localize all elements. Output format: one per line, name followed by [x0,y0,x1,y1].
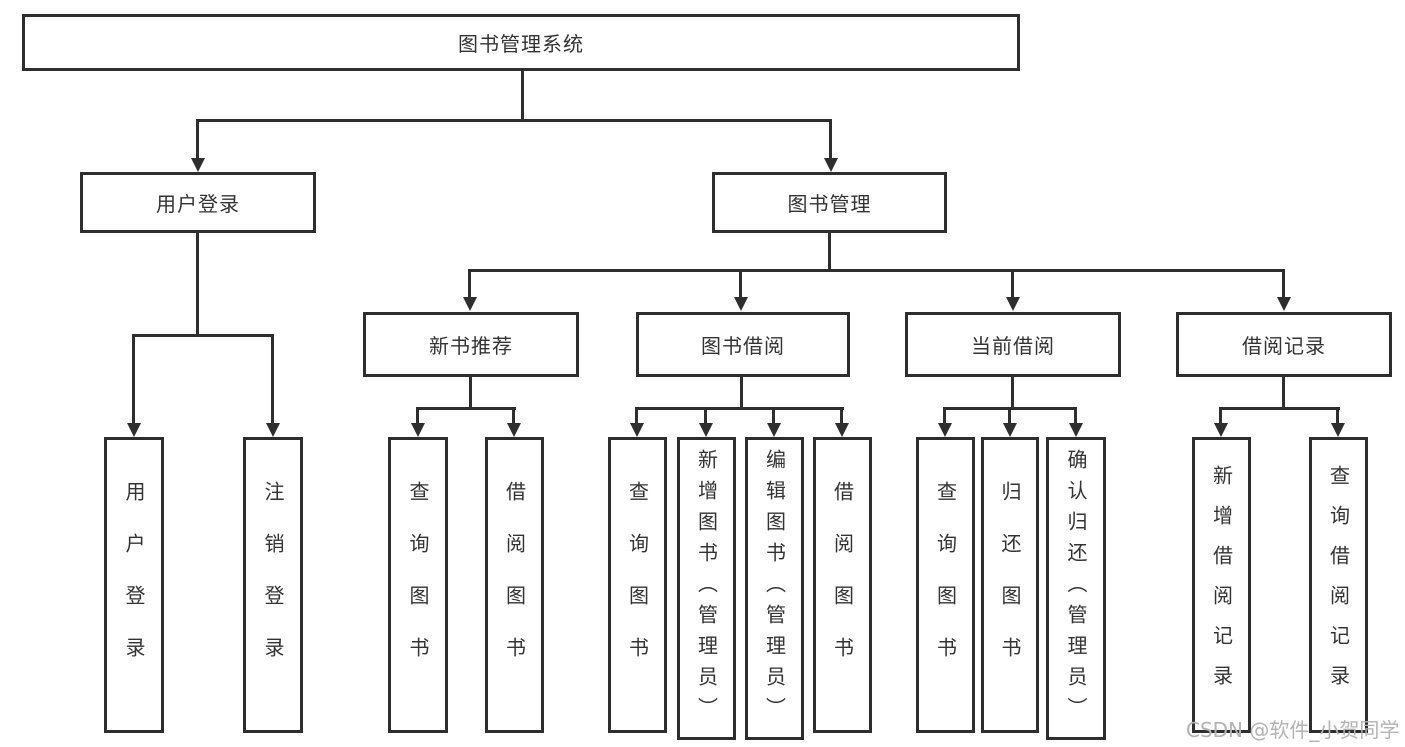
arrowhead-nb-borrow [507,423,521,437]
leaf-nb-borrow-books: 借阅图书 [485,437,544,733]
watermark: CSDN @软件_小贺同学 [1186,718,1400,742]
connector-drop-bb-edit [772,407,775,425]
arrowhead-book-borrow [734,297,748,311]
node-user-login-label: 用户登录 [156,192,240,216]
node-current-borrow-label: 当前借阅 [971,334,1055,358]
leaf-user-logout: 注销登录 [243,437,303,733]
node-root-label: 图书管理系统 [458,32,584,56]
node-current-borrow: 当前借阅 [905,312,1121,377]
arrowhead-br-add [1214,423,1228,437]
connector-drop-leaf-login [132,334,135,424]
connector-drop-bb-borrow [840,407,843,425]
arrowhead-bb-add [699,423,713,437]
leaf-user-login: 用户登录 [104,437,164,733]
arrowhead-book-mgmt [824,158,838,172]
arrowhead-new-books [463,297,477,311]
connector-drop-book-mgmt [829,119,832,159]
arrowhead-borrow-records [1277,297,1291,311]
connector-drop-book-borrow [739,269,742,298]
connector-new-books-stem [469,377,472,409]
leaf-br-query-record: 查询借阅记录 [1309,437,1368,733]
connector-borrow-records-stem [1282,377,1285,409]
connector-drop-bb-query [635,407,638,425]
connector-drop-new-books [468,269,471,298]
connector-drop-borrow-records [1282,269,1285,298]
leaf-bb-edit-books-admin: 编辑图书（管理员） [745,437,804,740]
node-borrow-records: 借阅记录 [1176,312,1392,377]
arrowhead-current-borrow [1006,297,1020,311]
connector-book-borrow-stem [740,377,743,409]
connector-borrow-records-bus [1219,407,1340,410]
node-new-books: 新书推荐 [363,312,579,377]
connector-drop-br-query [1336,407,1339,425]
leaf-cb-return-books: 归还图书 [981,437,1039,733]
node-book-borrow: 图书借阅 [636,312,850,377]
leaf-nb-query-books: 查询图书 [388,437,448,733]
leaf-bb-borrow-books: 借阅图书 [813,437,872,733]
arrowhead-leaf-logout [266,423,280,437]
node-new-books-label: 新书推荐 [429,334,513,358]
connector-root-stem [521,70,524,121]
connector-book-mgmt-stem [828,233,831,272]
connector-drop-leaf-logout [271,334,274,424]
leaf-br-add-record: 新增借阅记录 [1192,437,1251,733]
connector-drop-br-add [1219,407,1222,425]
node-book-borrow-label: 图书借阅 [701,334,785,358]
connector-drop-cb-query [943,407,946,425]
leaf-cb-query-books: 查询图书 [916,437,975,733]
node-user-login: 用户登录 [80,172,316,233]
arrowhead-leaf-login [127,423,141,437]
arrowhead-bb-borrow [835,423,849,437]
connector-book-borrow-bus [635,407,844,410]
node-book-mgmt-label: 图书管理 [787,192,872,216]
connector-root-bus [196,119,832,122]
arrowhead-cb-return [1003,423,1017,437]
connector-drop-nb-query [416,407,419,425]
arrowhead-nb-query [411,423,425,437]
arrowhead-bb-query [630,423,644,437]
connector-drop-bb-add [704,407,707,425]
connector-current-borrow-stem [1011,377,1014,409]
arrowhead-bb-edit [767,423,781,437]
connector-new-books-bus [416,407,516,410]
node-root-system: 图书管理系统 [22,14,1020,71]
arrowhead-cb-confirm [1069,423,1083,437]
leaf-cb-confirm-return-admin: 确认归还（管理员） [1046,437,1106,740]
leaf-bb-query-books: 查询图书 [608,437,667,733]
node-borrow-records-label: 借阅记录 [1242,334,1326,358]
connector-user-login-stem [196,233,199,336]
connector-drop-current-borrow [1011,269,1014,298]
connector-drop-user-login [196,119,199,159]
arrowhead-br-query [1331,423,1345,437]
arrowhead-user-login [191,158,205,172]
node-book-mgmt: 图书管理 [712,172,947,233]
leaf-bb-add-books-admin: 新增图书（管理员） [677,437,736,740]
connector-drop-cb-confirm [1074,407,1077,425]
connector-drop-cb-return [1008,407,1011,425]
connector-drop-nb-borrow [512,407,515,425]
connector-book-mgmt-bus [468,269,1285,272]
connector-user-login-bus [132,334,274,337]
arrowhead-cb-query [938,423,952,437]
